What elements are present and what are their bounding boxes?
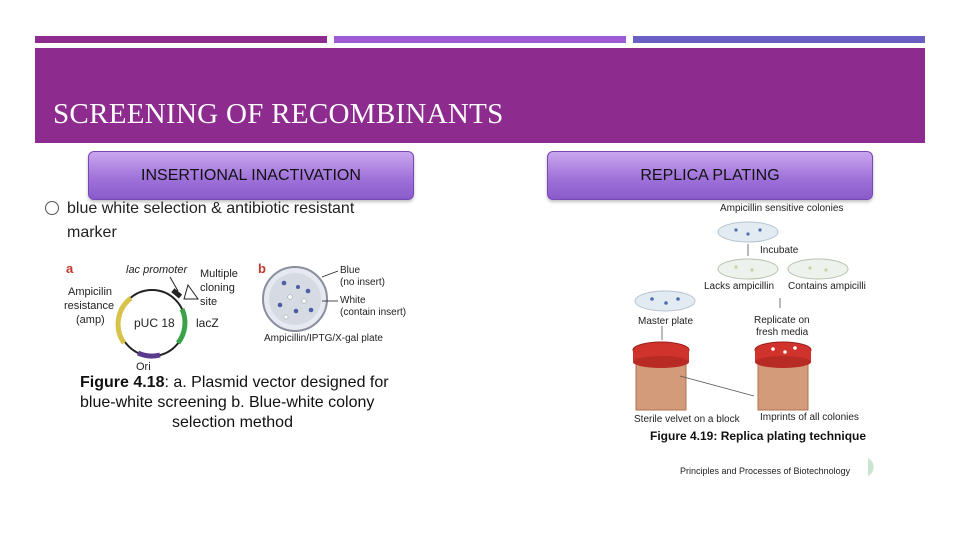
amp-label-2: resistance: [64, 300, 114, 312]
tab-label: INSERTIONAL INACTIVATION: [141, 167, 361, 184]
accent-bar-3: [633, 36, 925, 43]
panel-b-label: b: [258, 261, 266, 276]
replica-plating-figure: Ampicillin sensitive colonies Incubate L…: [632, 203, 874, 476]
replicate-label-2: fresh media: [756, 327, 809, 338]
result-plate: [717, 221, 779, 243]
incubate-label: Incubate: [760, 245, 799, 256]
mcs-label-1: Multiple: [200, 268, 238, 280]
figure-caption-3: selection method: [172, 414, 293, 431]
lacks-ampicillin-plate: [717, 258, 779, 280]
plasmid-name: pUC 18: [134, 316, 175, 330]
tab-insertional-inactivation[interactable]: INSERTIONAL INACTIVATION: [88, 151, 414, 200]
ori-label: Ori: [136, 361, 151, 373]
figure-caption-1: Figure 4.18: a. Plasmid vector designed …: [80, 374, 389, 391]
imprints-label: Imprints of all colonies: [760, 412, 859, 423]
mcs-label-3: site: [200, 296, 217, 308]
replicate-label-1: Replicate on: [754, 315, 810, 326]
amp-label-3: (amp): [76, 314, 105, 326]
lac-promoter-pointer: [169, 276, 179, 292]
sterile-label: Sterile velvet on a block: [634, 414, 741, 425]
velvet-block-right: [754, 341, 812, 411]
blue-colonies: [277, 280, 314, 314]
accent-bar-1: [35, 36, 327, 43]
lacz-gene-arc: [175, 307, 188, 345]
tab-label: REPLICA PLATING: [640, 167, 780, 184]
white-colonies: [283, 294, 307, 320]
corner-badge: [868, 458, 874, 476]
lac-promoter-label: lac promoter: [126, 264, 188, 276]
lacks-label: Lacks ampicillin: [704, 281, 774, 292]
amp-gene-arc: [115, 296, 133, 345]
bullet-circle-icon: [45, 201, 59, 215]
master-label: Master plate: [638, 316, 693, 327]
contains-label: Contains ampicilli: [788, 281, 866, 292]
master-plate: [634, 290, 696, 312]
title-band: SCREENING OF RECOMBINANTS: [35, 48, 925, 143]
mcs-label-2: cloning: [200, 282, 235, 294]
panel-a-label: a: [66, 261, 74, 276]
replica-caption: Figure 4.19: Replica plating technique: [650, 429, 866, 443]
lacz-label: lacZ: [196, 316, 219, 330]
contains-ampicillin-plate: [787, 258, 849, 280]
ori-arc: [136, 350, 161, 359]
bullet-text: blue white selection & antibiotic resist…: [67, 200, 355, 241]
source-label: Principles and Processes of Biotechnolog…: [680, 466, 851, 476]
blue-white-figure: a b lac promoter Multiple cloning site A…: [64, 261, 406, 431]
figure-caption-2: blue-white screening b. Blue-white colon…: [80, 394, 374, 411]
mcs-marker: [171, 288, 183, 299]
tab-replica-plating[interactable]: REPLICA PLATING: [547, 151, 873, 200]
plate-label: Ampicillin/IPTG/X-gal plate: [264, 333, 383, 344]
blue-label-1: Blue: [340, 265, 360, 276]
slide-title: SCREENING OF RECOMBINANTS: [53, 98, 504, 130]
white-label-1: White: [340, 295, 366, 306]
sensitive-label: Ampicillin sensitive colonies: [720, 203, 843, 214]
velvet-block-left: [632, 341, 690, 411]
accent-bar-2: [334, 36, 626, 43]
white-label-2: (contain insert): [340, 307, 406, 318]
blue-label-2: (no insert): [340, 277, 385, 288]
amp-label-1: Ampicilin: [68, 286, 112, 298]
mcs-pointer: [183, 283, 199, 300]
